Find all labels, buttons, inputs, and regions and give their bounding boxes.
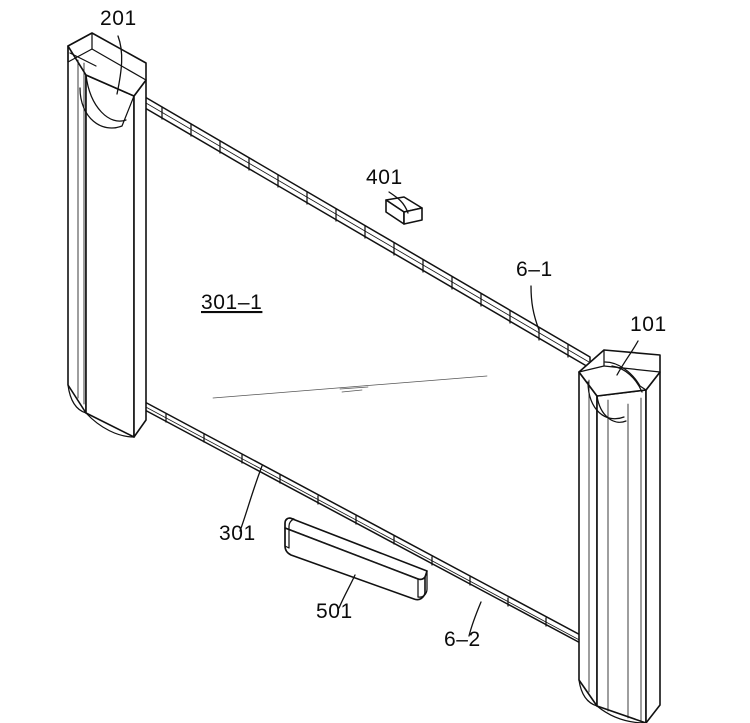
label-401: 401 — [366, 166, 403, 189]
right-pillar — [578, 349, 661, 723]
leader-301 — [239, 465, 263, 532]
left-pillar — [67, 32, 147, 438]
label-501: 501 — [316, 600, 353, 623]
label-6-2: 6–2 — [444, 628, 481, 651]
label-201: 201 — [100, 7, 137, 30]
leader-6-1 — [530, 285, 540, 331]
leader-6-2 — [468, 601, 482, 637]
display-panel — [130, 96, 586, 640]
rounded-module — [284, 517, 428, 601]
leader-201 — [116, 35, 123, 95]
label-101: 101 — [630, 313, 667, 336]
leader-401 — [388, 191, 409, 214]
panel-crease-2 — [339, 386, 369, 390]
label-301-1: 301–1 — [201, 291, 262, 314]
label-6-1: 6–1 — [516, 258, 553, 281]
leader-lines — [116, 35, 639, 637]
leader-101 — [616, 340, 639, 376]
label-301: 301 — [219, 522, 256, 545]
panel-crease — [212, 375, 488, 399]
reference-numerals: 201 401 6–1 101 301–1 301 501 6–2 — [100, 7, 667, 651]
panel-crease-3 — [341, 389, 363, 393]
leader-501 — [338, 574, 356, 609]
band-mounted-block — [385, 196, 423, 225]
